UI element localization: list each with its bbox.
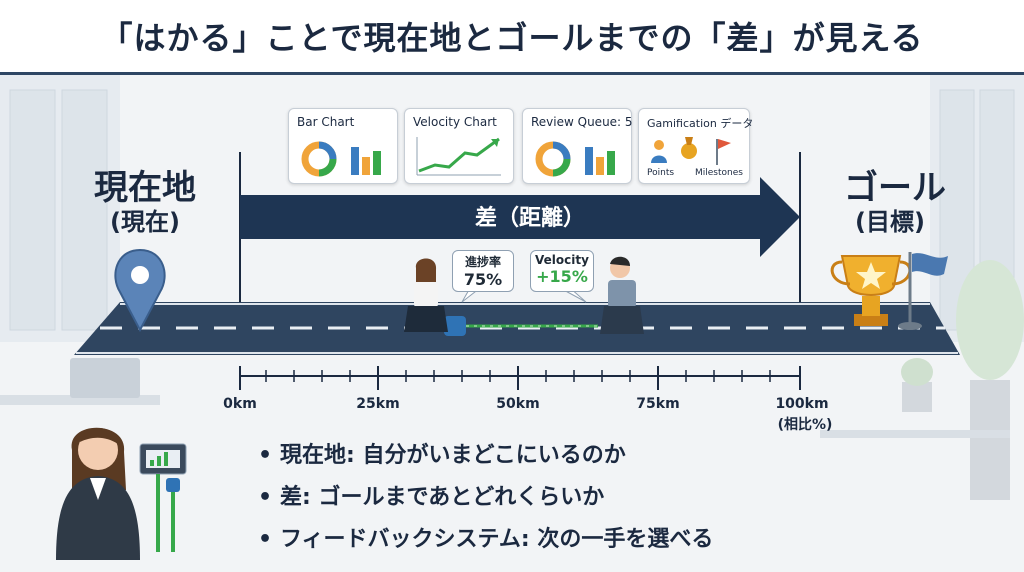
progress-bubble: 進捗率 75% (452, 250, 514, 292)
donut-bar-icon (301, 141, 381, 177)
velocity-bubble-label: Velocity (535, 253, 589, 267)
velocity-bubble: Velocity +15% (530, 250, 594, 292)
tick-sub-label: (相比%) (777, 417, 833, 433)
list-item: 現在地: 自分がいまどこにいるのか (258, 436, 713, 478)
bar-chart-card-title: Bar Chart (297, 115, 355, 129)
goal-label: ゴール (844, 168, 946, 208)
list-item: 差: ゴールまであとどれくらいか (258, 478, 713, 520)
tick-label: 0km (223, 396, 257, 412)
gamification-card-title: Gamification データ (647, 117, 754, 130)
milestones-label: Milestones (695, 168, 743, 178)
current-location-sub: (現在) (110, 208, 180, 236)
goal-sub: (目標) (855, 208, 925, 236)
tick-label: 25km (356, 396, 400, 412)
review-queue-card-title: Review Queue: 5 (531, 115, 633, 129)
gap-arrow-label: 差（距離） (474, 206, 585, 231)
velocity-chart-card-title: Velocity Chart (413, 115, 497, 129)
bullet-list: 現在地: 自分がいまどこにいるのか 差: ゴールまであとどれくらいか フィードバ… (258, 436, 713, 562)
points-label: Points (647, 168, 675, 178)
tick-label: 50km (496, 396, 540, 412)
tick-label: 75km (636, 396, 680, 412)
velocity-chart-card: Velocity Chart (404, 108, 514, 184)
page-title: 「はかる」ことで現在地とゴールまでの「差」が見える (0, 0, 1024, 75)
donut-bar-icon (535, 141, 615, 177)
bar-chart-card: Bar Chart (288, 108, 398, 184)
review-queue-card: Review Queue: 5 (522, 108, 633, 184)
progress-bubble-label: 進捗率 (464, 255, 501, 269)
gamification-card: Gamification データ Points Milestones (638, 108, 754, 184)
progress-bubble-value: 75% (463, 270, 503, 289)
trend-line-icon (416, 137, 501, 176)
current-location-label: 現在地 (94, 168, 196, 208)
velocity-bubble-value: +15% (536, 267, 588, 286)
gamification-icons (651, 137, 731, 165)
tick-label: 100km (775, 396, 829, 412)
list-item: フィードバックシステム: 次の一手を選べる (258, 520, 713, 562)
